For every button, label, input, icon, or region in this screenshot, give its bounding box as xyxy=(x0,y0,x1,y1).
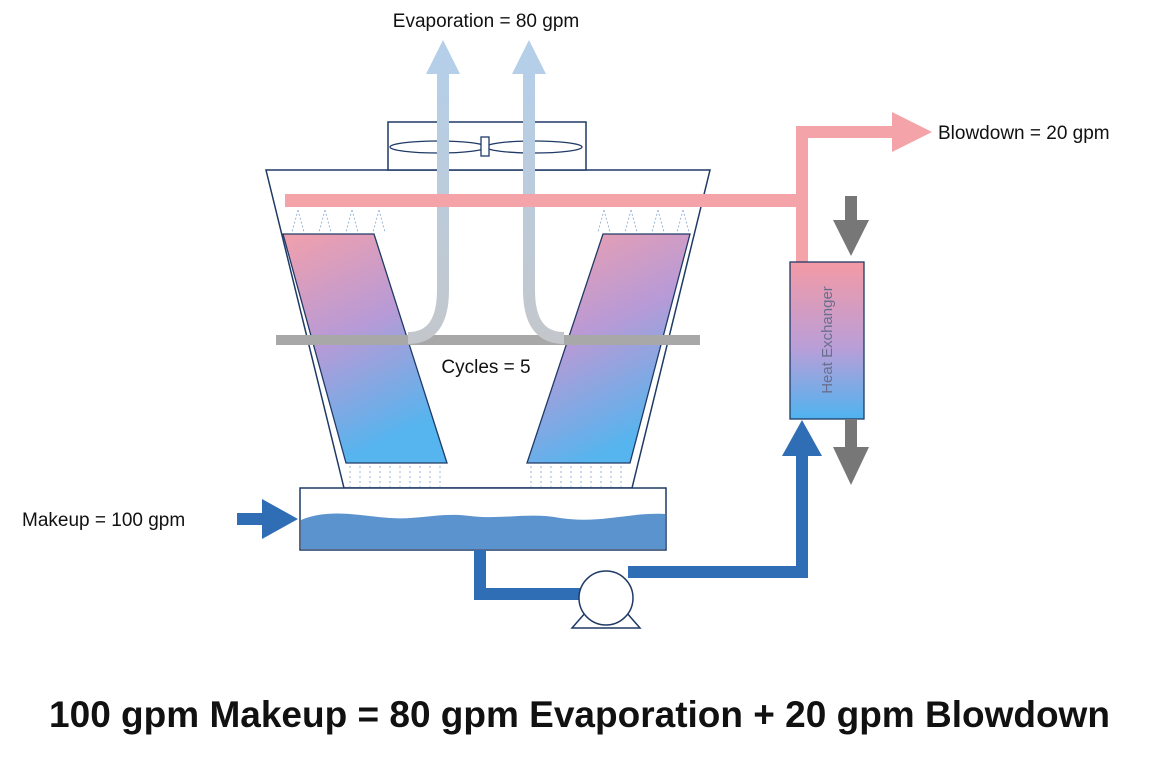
evaporation-label: Evaporation = 80 gpm xyxy=(393,11,579,32)
blowdown-label: Blowdown = 20 gpm xyxy=(938,123,1110,144)
process-outlet-arrow xyxy=(833,419,869,485)
cycles-label: Cycles = 5 xyxy=(441,357,530,378)
cold-water-pipe xyxy=(474,420,822,600)
makeup-arrow xyxy=(237,499,298,539)
basin-water xyxy=(301,513,665,549)
pump-icon xyxy=(570,570,642,629)
air-flow-bar xyxy=(276,335,700,345)
makeup-label: Makeup = 100 gpm xyxy=(22,510,185,531)
evaporation-vapor xyxy=(407,40,565,344)
process-inlet-arrow xyxy=(833,196,869,256)
heat-exchanger-inlet-arrow xyxy=(782,420,822,456)
hot-water-pipe xyxy=(285,112,932,266)
evaporation-arrow-left xyxy=(426,40,460,74)
heat-exchanger xyxy=(789,261,865,420)
fill-media-left xyxy=(282,233,448,464)
heat-exchanger-label: Heat Exchanger xyxy=(819,286,836,394)
evaporation-arrow-right xyxy=(512,40,546,74)
mass-balance-equation: 100 gpm Makeup = 80 gpm Evaporation + 20… xyxy=(49,694,1110,735)
fill-media-right xyxy=(526,233,691,464)
blowdown-arrow xyxy=(892,112,932,152)
